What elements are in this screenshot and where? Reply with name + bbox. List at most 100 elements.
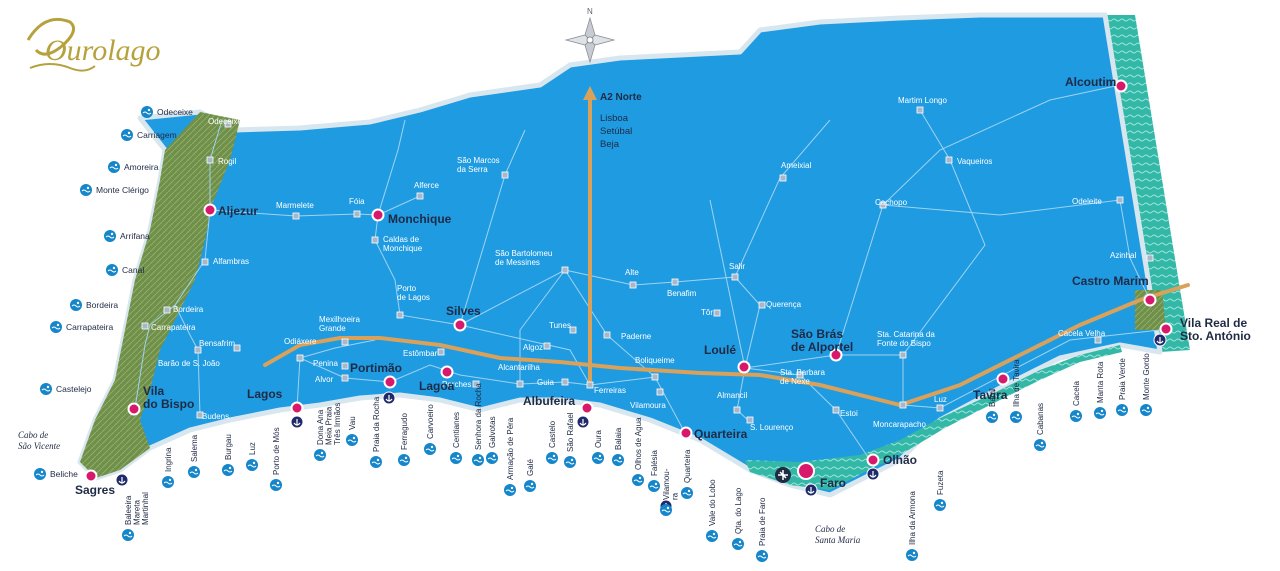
village-marker-boliqueime (651, 373, 659, 381)
village-label-tunes-line-1: Tunes (549, 321, 571, 330)
beach-icon-senhora-da-rocha (472, 454, 484, 466)
village-label-benafim-line-1: Benafim (667, 289, 697, 298)
village-label-querenca-line-1: Querença (766, 300, 802, 309)
beach-icon-cabanas (1034, 439, 1046, 451)
village-label-sao-bartolomeu-de-messines-line-2: de Messines (495, 258, 540, 267)
town-marker-vila-real-de-sto-antonio (1159, 322, 1173, 336)
beach-label-balaia-line-1: Balaia (614, 427, 623, 450)
beach-label-praia-de-faro-line-1: Praia de Faro (758, 497, 767, 546)
town-label-vila-real-de-sto-antonio-line-2: Sto. António (1180, 329, 1251, 343)
village-label-porto-de-lagos-line-2: de Lagos (397, 293, 430, 302)
beach-icon-bordeira (70, 299, 82, 311)
town-label-sao-bras-de-alportel-line-2: de Alportel (791, 340, 853, 354)
village-marker-rogil (206, 156, 214, 164)
beach-icon-oura (592, 452, 604, 464)
beach-label-ferragudo: Ferragudo (400, 413, 409, 450)
compass-rose-icon (564, 16, 616, 64)
village-label-budens: Budens (202, 412, 229, 421)
beach-icon-carvoeiro (424, 443, 436, 455)
town-label-castro-marim-line-1: Castro Marim (1072, 274, 1149, 288)
beach-label-ilha-da-armona: Ilha da Armona (908, 491, 917, 545)
town-label-faro: Faro (820, 476, 846, 490)
town-label-olhao-line-1: Olhão (883, 453, 917, 467)
beach-label-dona-ana-meia-praia-tres-irmaos-line-2: Meia Praia (324, 406, 333, 445)
village-marker-cacela-velha (1094, 336, 1102, 344)
beach-icon-praia-da-rocha (370, 456, 382, 468)
beach-label-beliche: Beliche (50, 469, 78, 479)
village-label-bensafrim-line-1: Bensafrim (199, 339, 235, 348)
beach-label-beliche-line-1: Beliche (50, 469, 78, 479)
beach-icon-monte-gordo (1140, 404, 1152, 416)
village-marker-querenca (758, 301, 766, 309)
village-marker-marmelete (292, 212, 300, 220)
beach-label-arrifana: Arrifana (120, 231, 150, 241)
beach-label-praia-da-rocha-line-1: Praia da Rocha (372, 396, 381, 452)
village-marker-salir (731, 273, 739, 281)
beach-icon-manta-rota (1094, 407, 1106, 419)
village-label-odiaxere-line-1: Odiáxere (284, 337, 317, 346)
cape-sao-vicente-line-1: Cabo de (18, 430, 48, 440)
village-label-cacela-velha-line-1: Cacela Velha (1058, 329, 1106, 338)
village-label-penina-line-1: Penina (313, 359, 338, 368)
beach-label-burgau: Burgau (224, 434, 233, 460)
town-label-silves: Silves (446, 304, 481, 318)
town-marker-aljezur (203, 203, 217, 217)
village-label-sta-catarina-da-fonte-do-bispo-line-2: Fonte do Bispo (877, 339, 931, 348)
town-label-alcoutim-line-1: Alcoutim (1065, 75, 1116, 89)
town-label-quarteira: Quarteira (694, 427, 748, 441)
village-label-penina: Penina (313, 359, 338, 368)
beach-label-manta-rota: Manta Rota (1096, 361, 1105, 403)
town-label-alcoutim: Alcoutim (1065, 75, 1116, 89)
beach-label-ilha-da-armona-line-1: Ilha da Armona (908, 491, 917, 545)
beach-label-monte-clerigo: Monte Clérigo (96, 185, 149, 195)
town-label-castro-marim: Castro Marim (1072, 274, 1149, 288)
beach-icon-vilamou-ra (660, 504, 672, 516)
beach-label-dona-ana-meia-praia-tres-irmaos-line-1: Dona Ana (316, 409, 325, 445)
harbour-anchor-icon (866, 467, 880, 481)
village-marker-porches (472, 380, 480, 388)
beach-label-dona-ana-meia-praia-tres-irmaos-line-3: Três Irmãos (333, 403, 342, 445)
beach-label-gale: Galé (526, 459, 535, 476)
village-label-caldas-de-monchique-line-2: Monchique (383, 244, 423, 253)
village-marker-paderne (603, 331, 611, 339)
village-label-alcantarilha-line-1: Alcantarilha (498, 363, 540, 372)
village-label-azinhal-line-1: Azinhal (1110, 251, 1136, 260)
beach-icon-falesia (648, 480, 660, 492)
village-marker-estombar (437, 348, 445, 356)
village-marker-vaqueiros (945, 156, 953, 164)
village-label-martim-longo: Martim Longo (898, 96, 947, 105)
village-label-foia-line-1: Fóia (349, 197, 365, 206)
ourolago-logo: Ourolago (26, 17, 161, 72)
village-label-estombar-line-1: Estômbar (403, 349, 438, 358)
town-label-aljezur-line-1: Aljezur (218, 204, 258, 218)
beach-icon-armacao-de-pera (504, 484, 516, 496)
town-label-loule-line-1: Loulé (704, 343, 736, 357)
beach-icon-barril (986, 411, 998, 423)
beach-label-falesia-line-1: Falésia (650, 450, 659, 476)
beach-label-canal-line-1: Canal (122, 265, 144, 275)
beach-label-fuzeta-line-1: Fuzeta (936, 470, 945, 495)
village-label-martim-longo-line-1: Martim Longo (898, 96, 947, 105)
beach-label-qta-do-lago: Qta. do Lago (734, 487, 743, 534)
village-marker-azinhal (1146, 254, 1154, 262)
beach-icon-qta-do-lago (732, 538, 744, 550)
village-label-boliqueime: Boliqueime (635, 356, 675, 365)
beach-label-praia-de-faro: Praia de Faro (758, 497, 767, 546)
beach-label-sao-rafael-line-1: São Rafael (566, 412, 575, 452)
beach-label-oura: Oura (594, 430, 603, 448)
village-marker-odiaxere (296, 354, 304, 362)
town-marker-silves (453, 318, 467, 332)
land-region (77, 12, 1163, 498)
village-label-sao-marcos-da-serra-line-1: São Marcos (457, 156, 500, 165)
village-marker-porto-de-lagos (396, 311, 404, 319)
village-label-ferreiras: Ferreiras (594, 386, 626, 395)
cape-santa-maria-label: Cabo de Santa Maria (815, 524, 861, 545)
beach-label-odeceixe-line-1: Odeceixe (157, 107, 193, 117)
beach-icon-arrifana (104, 230, 116, 242)
village-marker-tor (713, 309, 721, 317)
beach-label-vale-do-lobo-line-1: Vale do Lobo (708, 479, 717, 526)
beach-label-galvotas: Galvotas (488, 416, 497, 448)
beach-label-fuzeta: Fuzeta (936, 470, 945, 495)
